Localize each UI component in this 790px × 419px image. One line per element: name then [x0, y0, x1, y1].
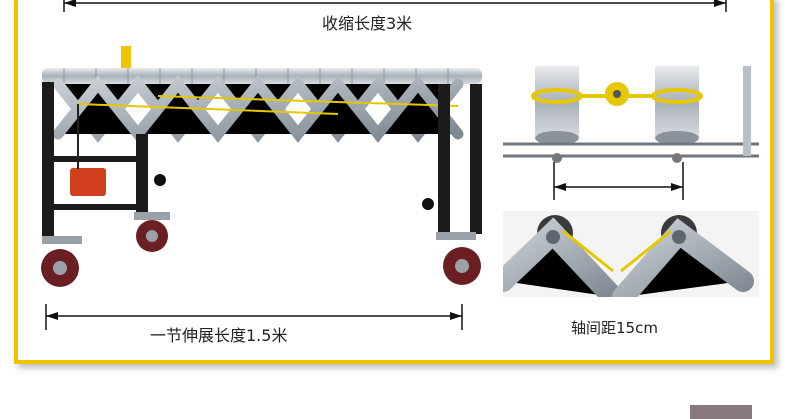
collapse-dimension-line — [63, 0, 727, 12]
extend-length-label: 一节伸展长度1.5米 — [150, 326, 288, 345]
collapse-length-label: 收缩长度3米 — [322, 14, 413, 33]
axle-distance-line — [553, 162, 684, 200]
roller-row — [42, 68, 482, 84]
corner-tab — [690, 405, 752, 419]
scissor-joint-photo — [503, 211, 759, 297]
left-leg — [42, 82, 166, 242]
roller-detail-photo — [503, 66, 759, 194]
scissor-lattice — [52, 75, 464, 143]
caster-wheels — [41, 212, 481, 287]
conveyor-photo — [38, 44, 486, 294]
right-leg — [422, 84, 482, 234]
extend-dimension-line — [45, 304, 463, 330]
axle-distance-label: 轴间距15cm — [571, 319, 658, 337]
